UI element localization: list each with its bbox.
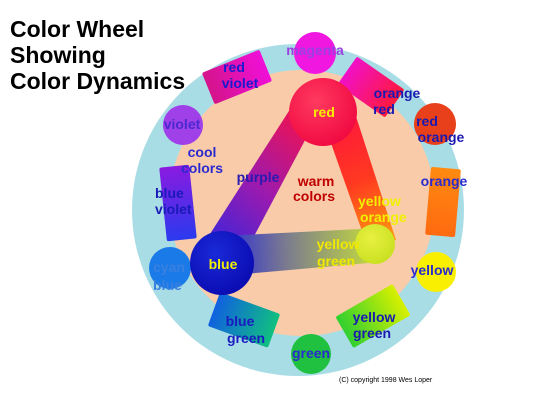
cyan-blue-swatch xyxy=(149,247,191,289)
diagram-title: Color Wheel Showing Color Dynamics xyxy=(10,16,210,94)
blue-violet-swatch xyxy=(159,164,197,242)
violet-label: violet xyxy=(164,116,201,132)
orange-red-label-line1: orange xyxy=(374,85,421,101)
orange-swatch xyxy=(425,166,461,238)
cyan-blue-label-line2: blue xyxy=(153,277,182,293)
triangle-bottom-arm xyxy=(222,228,380,276)
yellow-green-outer-swatch xyxy=(336,284,410,348)
yellow-green-inner-label-line2: green xyxy=(317,253,355,269)
warm-colors-label-line2: colors xyxy=(293,188,335,204)
yellow-green-outer-label-line1: yellow xyxy=(353,309,396,325)
yellow-swatch xyxy=(416,252,456,292)
blue-violet-label-line1: blue xyxy=(155,185,184,201)
blue-green-swatch xyxy=(208,292,280,348)
cool-colors-label-line1: cool xyxy=(188,144,217,160)
blue-green-label-line2: green xyxy=(227,330,265,346)
red-violet-label-line1: red xyxy=(223,59,245,75)
red-violet-swatch xyxy=(202,50,272,104)
red-orange-label-line1: red xyxy=(416,113,438,129)
magenta-label: magenta xyxy=(286,42,344,58)
cyan-blue-label-line1: cyan xyxy=(153,259,185,275)
blue-node xyxy=(190,231,254,295)
copyright-notice: (C) copyright 1998 Wes Loper xyxy=(339,377,433,384)
yellow-label: yellow xyxy=(411,262,454,278)
orange-red-label-line2: red xyxy=(373,101,395,117)
green-swatch xyxy=(291,334,331,374)
title-line-1: Color Wheel xyxy=(10,16,145,42)
title-line-3: Color Dynamics xyxy=(10,68,186,94)
magenta-swatch xyxy=(294,32,336,74)
cool-colors-label-line2: colors xyxy=(181,160,223,176)
purple-label: purple xyxy=(237,169,280,185)
green-label: green xyxy=(292,345,330,361)
yellow-green-inner-label-line1: yellow xyxy=(317,236,360,252)
red-node xyxy=(289,78,357,146)
orange-red-swatch xyxy=(338,57,404,117)
orange-label: orange xyxy=(421,173,468,189)
red-node-label: red xyxy=(313,104,335,120)
yellow-orange-label-line2: orange xyxy=(360,209,407,225)
warm-colors-label-line1: warm xyxy=(297,173,335,189)
blue-violet-label-line2: violet xyxy=(155,201,192,217)
triangle-left-arm xyxy=(192,100,320,262)
red-violet-label-line2: violet xyxy=(222,75,259,91)
yellow-orange-label-line1: yellow xyxy=(358,193,401,209)
blue-green-label-line1: blue xyxy=(226,313,255,329)
violet-swatch xyxy=(163,105,203,145)
title-line-2: Showing xyxy=(10,42,106,68)
yellow-green-outer-label-line2: green xyxy=(353,325,391,341)
red-orange-label-line2: orange xyxy=(418,129,465,145)
yellow-green-node xyxy=(355,224,395,264)
blue-node-label: blue xyxy=(209,256,238,272)
red-orange-swatch xyxy=(414,103,456,145)
